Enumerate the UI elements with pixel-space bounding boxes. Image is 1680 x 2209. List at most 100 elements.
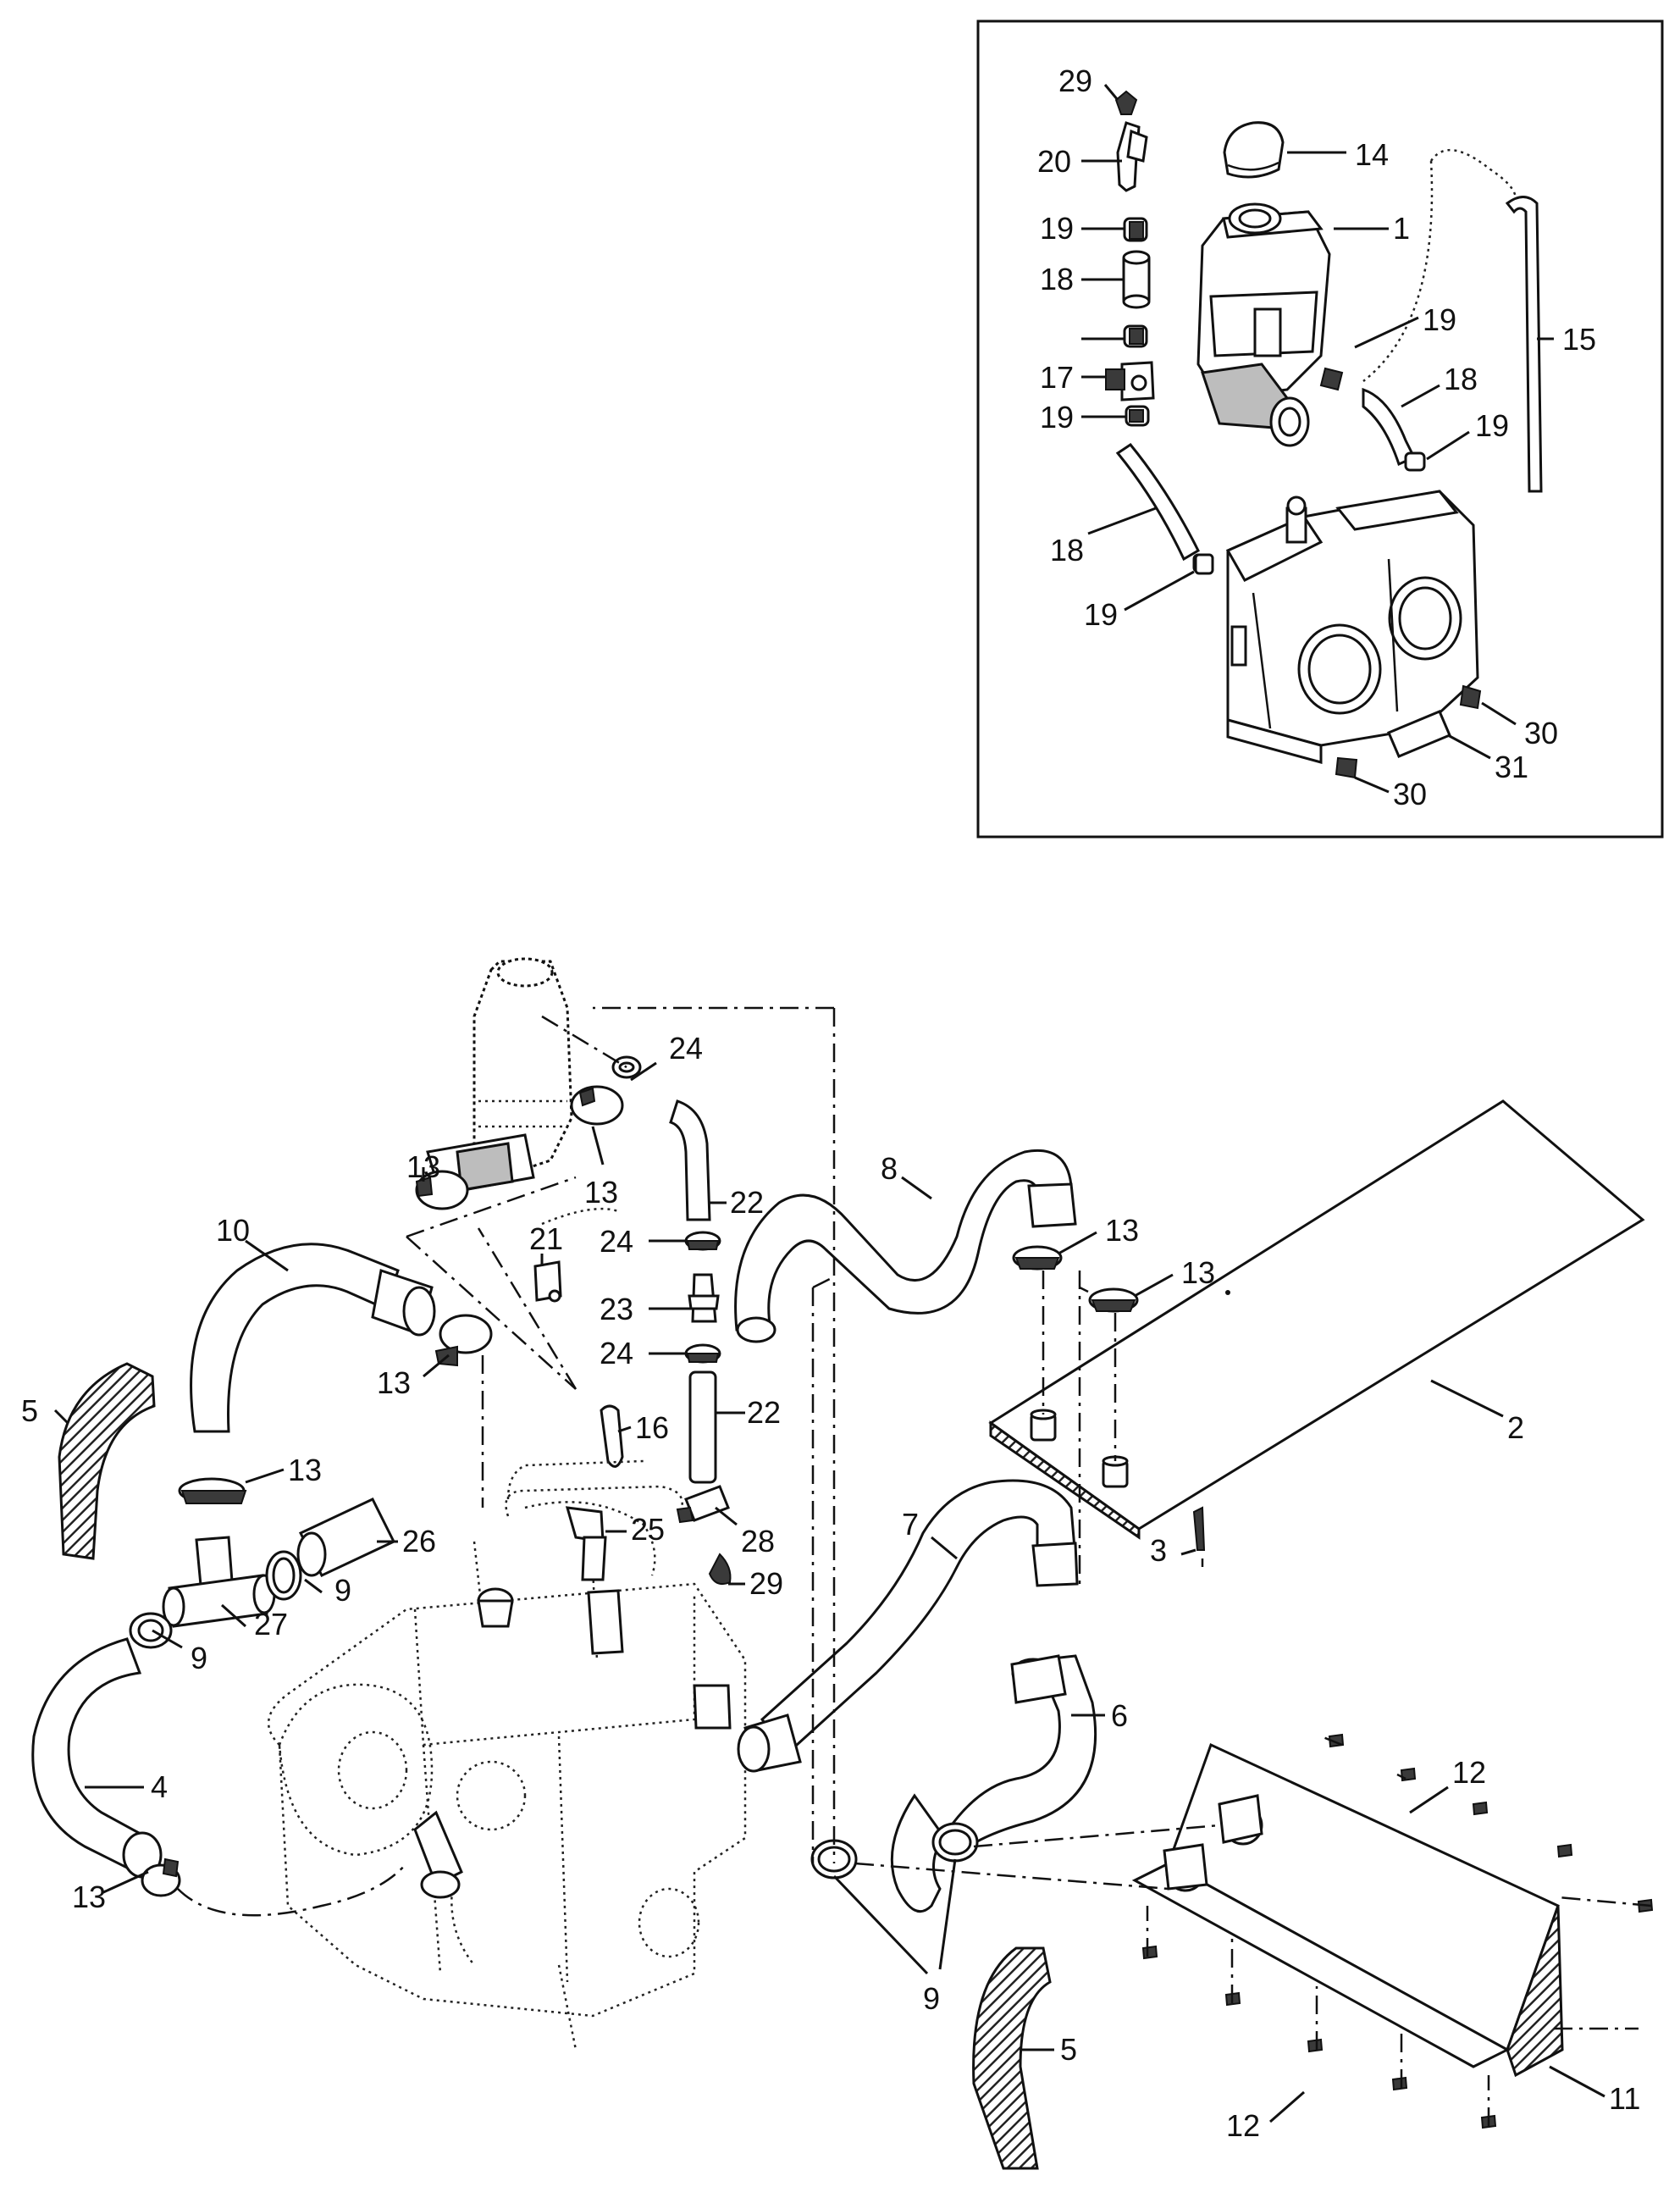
callout-9-a: 9 <box>334 1573 351 1608</box>
clamp-13-e <box>141 1857 181 1897</box>
inset-coolant-tank <box>1196 202 1331 447</box>
inset-fitting-stack <box>1105 90 1155 427</box>
fitting-25 <box>565 1506 607 1581</box>
callout-13-a: 13 <box>406 1149 440 1184</box>
clamp-9-c <box>810 1839 858 1880</box>
hose-22-lower <box>688 1370 717 1484</box>
coolant-tank <box>472 957 573 1179</box>
clamp-13-d <box>178 1477 247 1504</box>
inset-detail-frame <box>976 19 1664 839</box>
callout-26: 26 <box>402 1524 436 1558</box>
callout-8: 8 <box>881 1151 898 1186</box>
clamp-13-c <box>434 1314 493 1367</box>
callout-labels: 29 20 14 19 1 18 19 15 17 19 18 19 18 19… <box>21 64 1640 2143</box>
clamp-13-b <box>570 1085 624 1126</box>
callout-24-a: 24 <box>669 1031 703 1066</box>
callout-19-c: 19 <box>1040 400 1074 435</box>
hose-4 <box>31 1637 163 1879</box>
callout-15: 15 <box>1562 322 1596 357</box>
callout-5-a: 5 <box>21 1393 38 1428</box>
callout-5-b: 5 <box>1060 2032 1077 2067</box>
drop-29-main <box>708 1553 732 1585</box>
callout-25: 25 <box>631 1512 665 1547</box>
callout-27: 27 <box>254 1607 288 1642</box>
inset-hose-left <box>1115 442 1200 562</box>
callout-12-a: 12 <box>1452 1755 1486 1790</box>
callout-19-d: 19 <box>1475 408 1509 443</box>
callout-22-b: 22 <box>747 1395 781 1430</box>
engine-block <box>267 1459 747 2051</box>
callout-19-a: 19 <box>1040 211 1074 246</box>
callout-14: 14 <box>1355 137 1389 172</box>
engine-outlet-fitting <box>413 1587 732 1899</box>
callout-18-b: 18 <box>1444 362 1478 396</box>
inset-overflow-tube <box>1362 148 1543 493</box>
inset-cap <box>1223 121 1285 179</box>
callout-9-b: 9 <box>191 1641 207 1675</box>
fitting-23 <box>688 1273 720 1323</box>
callout-30-b: 30 <box>1393 777 1427 811</box>
leader-lines <box>53 84 1605 2123</box>
callout-10: 10 <box>216 1213 250 1248</box>
callout-30-a: 30 <box>1524 716 1558 750</box>
callout-19-e: 19 <box>1084 597 1118 632</box>
hose-6 <box>890 1654 1097 1913</box>
guide-lines <box>177 1006 1652 2126</box>
clamp-9-a <box>265 1550 302 1601</box>
clamp-24-mid <box>684 1231 721 1251</box>
callout-16: 16 <box>635 1410 669 1445</box>
clamp-13-g <box>1088 1287 1139 1313</box>
callout-22-a: 22 <box>730 1185 764 1220</box>
callout-9-c: 9 <box>923 1981 940 2016</box>
callout-19-b: 19 <box>1423 302 1456 337</box>
hose-7 <box>737 1479 1079 1773</box>
callout-11: 11 <box>1609 2081 1640 2116</box>
temp-sensor-28 <box>676 1485 730 1524</box>
callout-13-e: 13 <box>377 1365 411 1400</box>
callout-18-a: 18 <box>1040 262 1074 296</box>
callout-20: 20 <box>1037 144 1071 179</box>
callout-24-b: 24 <box>600 1224 633 1259</box>
clamp-24-lower <box>684 1343 721 1364</box>
callout-12-b: 12 <box>1226 2108 1260 2143</box>
callout-13-b: 13 <box>584 1175 618 1210</box>
callout-13-f: 13 <box>288 1453 322 1487</box>
inset-carburetor <box>1194 490 1479 764</box>
screw-3 <box>1192 1506 1206 1551</box>
callout-31: 31 <box>1495 750 1528 784</box>
callout-4: 4 <box>151 1769 168 1804</box>
hose-8 <box>734 1149 1077 1343</box>
callout-1: 1 <box>1393 211 1410 246</box>
hose-10 <box>190 1243 436 1433</box>
callout-13-c: 13 <box>1105 1213 1139 1248</box>
callout-3: 3 <box>1150 1533 1167 1568</box>
callout-28: 28 <box>741 1524 775 1558</box>
callout-24-c: 24 <box>600 1336 633 1370</box>
radiator-panel <box>988 1099 1645 1540</box>
callout-17: 17 <box>1040 360 1074 395</box>
callout-29-inset: 29 <box>1058 64 1092 98</box>
hose-26 <box>296 1498 396 1577</box>
callout-2: 2 <box>1507 1410 1524 1445</box>
callout-13-g: 13 <box>72 1880 106 1914</box>
callout-7: 7 <box>902 1507 919 1542</box>
clamp-13-a <box>415 1170 469 1210</box>
hose-22-upper <box>669 1099 711 1221</box>
callout-6: 6 <box>1111 1698 1128 1733</box>
callout-18-c: 18 <box>1050 533 1084 567</box>
corrugated-duct-5-upper <box>58 1362 156 1560</box>
tie-16 <box>600 1404 624 1468</box>
corrugated-duct-5-lower <box>972 1946 1052 2170</box>
clamp-9-b <box>129 1612 173 1649</box>
callout-13-d: 13 <box>1181 1255 1215 1290</box>
tee-fitting-27 <box>162 1536 276 1628</box>
callout-21: 21 <box>529 1221 563 1256</box>
callout-29-main: 29 <box>749 1566 783 1601</box>
callout-23: 23 <box>600 1292 633 1326</box>
clamp-13-f <box>1012 1245 1063 1271</box>
clamp-24-upper <box>611 1055 642 1079</box>
bracket-21 <box>533 1260 562 1303</box>
heat-exchanger <box>1131 1742 1564 2078</box>
clamp-9-d <box>931 1822 979 1863</box>
